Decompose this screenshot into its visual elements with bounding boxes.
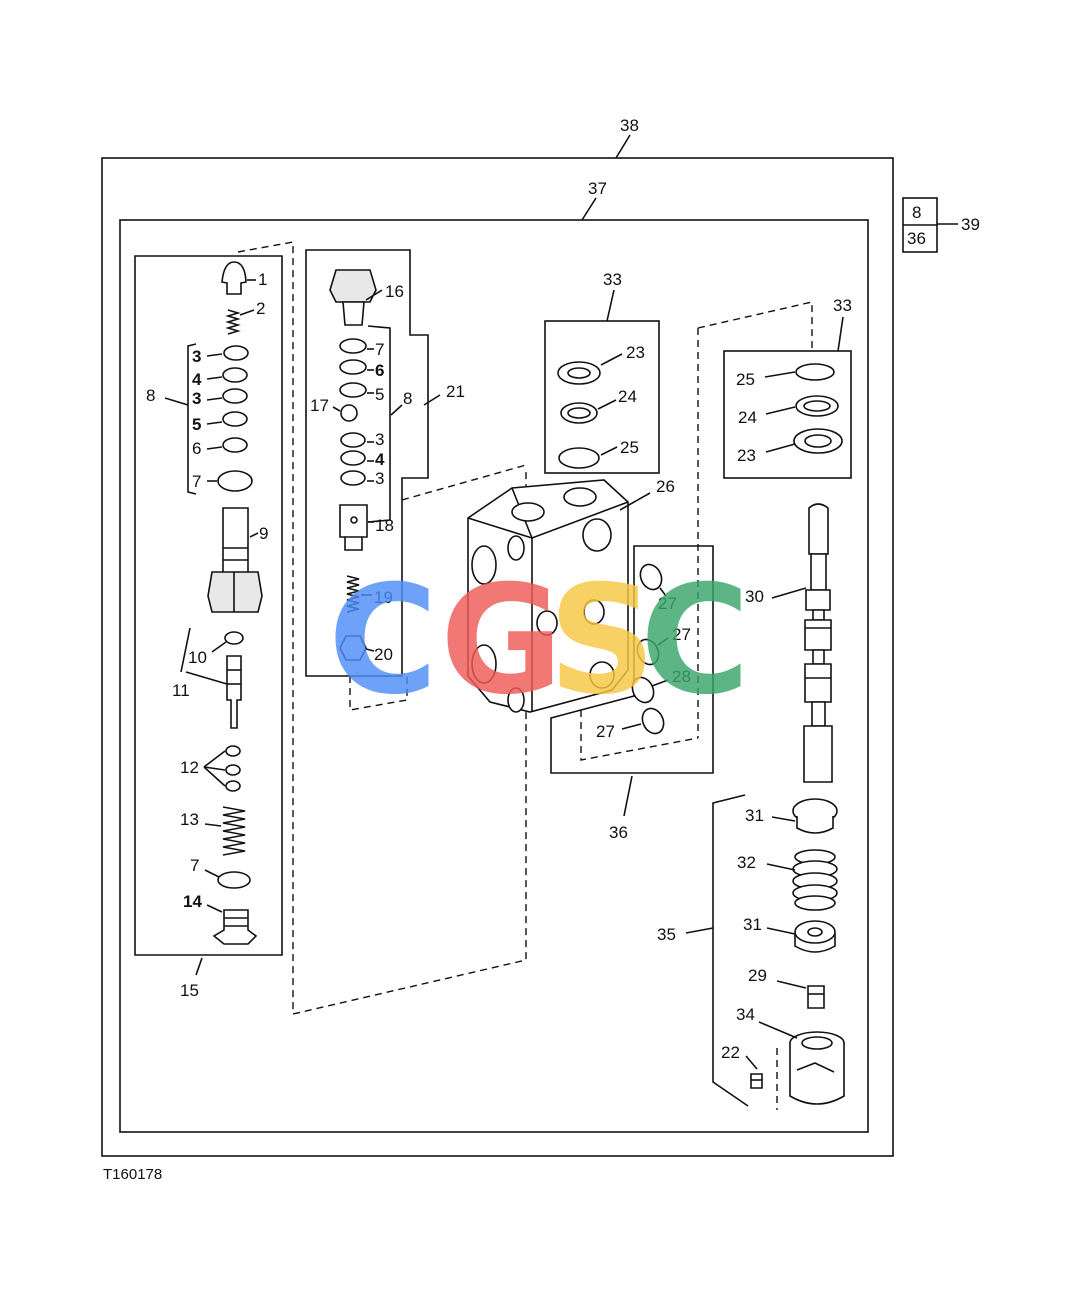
- svg-text:3: 3: [192, 347, 201, 366]
- svg-text:33: 33: [603, 270, 622, 289]
- svg-text:7: 7: [375, 340, 384, 359]
- spool: 30: [745, 503, 833, 783]
- oring-box: 27 27 28 27 36: [550, 545, 714, 842]
- svg-text:17: 17: [310, 396, 329, 415]
- svg-text:12: 12: [180, 758, 199, 777]
- svg-text:5: 5: [375, 385, 384, 404]
- svg-text:7: 7: [190, 856, 199, 875]
- svg-text:24: 24: [618, 387, 637, 406]
- callout-37: 37: [588, 179, 607, 198]
- middle-left-valve-group: 16 8 21 7 6 5 17 3 4 3 18 19: [305, 249, 527, 711]
- svg-text:11: 11: [172, 681, 190, 700]
- spool-cap-group: 35 31 32 31 29 34 22: [657, 794, 845, 1110]
- svg-text:18: 18: [375, 516, 394, 535]
- svg-text:16: 16: [385, 282, 404, 301]
- svg-text:C: C: [640, 554, 750, 728]
- svg-text:5: 5: [192, 415, 201, 434]
- svg-text:31: 31: [745, 806, 764, 825]
- svg-text:27: 27: [658, 594, 677, 613]
- svg-text:13: 13: [180, 810, 199, 829]
- svg-text:30: 30: [745, 587, 764, 606]
- svg-text:S: S: [548, 554, 656, 728]
- svg-text:24: 24: [738, 408, 757, 427]
- svg-text:39: 39: [961, 215, 980, 234]
- seal-kit-box-left: 33 23 24 25: [544, 270, 660, 474]
- svg-text:31: 31: [743, 915, 762, 934]
- svg-text:3: 3: [375, 469, 384, 488]
- svg-text:C: C: [328, 554, 438, 728]
- svg-text:4: 4: [375, 450, 385, 469]
- valve-body: 26: [467, 477, 675, 713]
- svg-text:19: 19: [374, 588, 393, 607]
- svg-text:8: 8: [912, 203, 921, 222]
- svg-text:20: 20: [374, 645, 393, 664]
- outer-assembly-frame: [101, 157, 894, 1157]
- svg-text:34: 34: [736, 1005, 755, 1024]
- svg-text:21: 21: [446, 382, 465, 401]
- svg-text:36: 36: [907, 229, 926, 248]
- svg-text:23: 23: [737, 446, 756, 465]
- svg-text:27: 27: [672, 625, 691, 644]
- callout-15: 15: [180, 981, 199, 1000]
- reference-box: 8 36 39: [902, 197, 980, 253]
- seal-kit-box-right: 33 25 24 23: [697, 296, 852, 738]
- svg-text:8: 8: [403, 389, 412, 408]
- inner-assembly-frame: [119, 219, 869, 1133]
- svg-text:10: 10: [188, 648, 207, 667]
- svg-text:25: 25: [736, 370, 755, 389]
- svg-text:6: 6: [192, 439, 201, 458]
- svg-text:8: 8: [146, 386, 155, 405]
- svg-text:23: 23: [626, 343, 645, 362]
- svg-text:9: 9: [259, 524, 268, 543]
- svg-text:3: 3: [192, 389, 201, 408]
- svg-text:32: 32: [737, 853, 756, 872]
- callout-38: 38: [620, 116, 639, 135]
- svg-text:4: 4: [192, 370, 202, 389]
- svg-text:27: 27: [596, 722, 615, 741]
- svg-text:1: 1: [258, 270, 267, 289]
- svg-text:29: 29: [748, 966, 767, 985]
- svg-text:33: 33: [833, 296, 852, 315]
- left-valve-group: 15 1 2 8 3 4 3 5 6 7 9: [134, 241, 527, 1015]
- svg-text:36: 36: [609, 823, 628, 842]
- svg-text:14: 14: [183, 892, 202, 911]
- svg-text:35: 35: [657, 925, 676, 944]
- svg-text:26: 26: [656, 477, 675, 496]
- figure-id: T160178: [103, 1166, 162, 1183]
- svg-text:22: 22: [721, 1043, 740, 1062]
- svg-text:6: 6: [375, 361, 384, 380]
- svg-text:28: 28: [672, 667, 691, 686]
- svg-text:3: 3: [375, 430, 384, 449]
- cgsc-watermark: C G S C: [328, 554, 750, 728]
- svg-text:7: 7: [192, 472, 201, 491]
- svg-text:25: 25: [620, 438, 639, 457]
- svg-text:2: 2: [256, 299, 265, 318]
- svg-text:G: G: [440, 554, 563, 728]
